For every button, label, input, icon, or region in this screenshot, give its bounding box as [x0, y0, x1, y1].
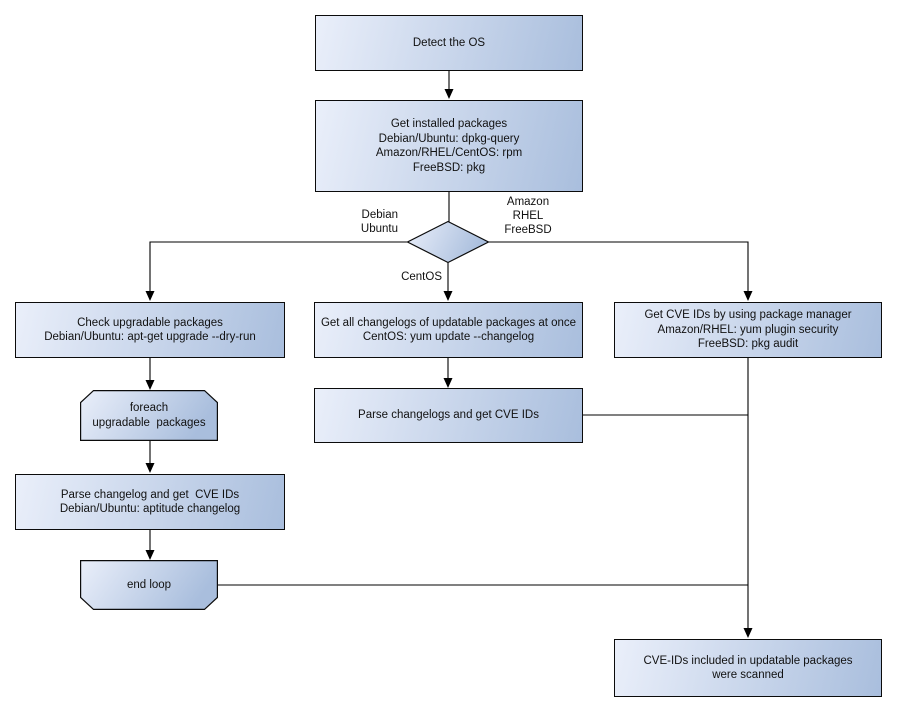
node-text: Get installed packages: [390, 118, 508, 130]
node-text: Get all changelogs of updatable packages…: [320, 316, 577, 329]
node-get-installed-packages: Get installed packages Debian/Ubuntu: dp…: [315, 100, 583, 192]
node-get-all-changelogs: Get all changelogs of updatable packages…: [314, 302, 583, 358]
node-text: Amazon/RHEL: yum plugin security: [657, 323, 839, 336]
edge-label-text: Amazon: [506, 196, 550, 208]
edge-label-text: Debian: [361, 209, 398, 221]
node-text: Check upgradable packages: [77, 316, 223, 329]
node-end-loop: end loop: [80, 560, 218, 610]
node-text: Debian/Ubuntu: aptitude changelog: [59, 503, 241, 515]
edge-label-text: Ubuntu: [360, 223, 398, 235]
node-text: Parse changelogs and get CVE IDs: [358, 409, 539, 422]
edge-label-text: RHEL: [512, 210, 544, 222]
node-text: CentOS: yum update --changelog: [362, 331, 535, 343]
node-text: Debian/Ubuntu: apt-get upgrade --dry-run: [44, 331, 256, 343]
node-detect-os: Detect the OS: [315, 15, 583, 71]
node-text: FreeBSD: pkg audit: [697, 338, 799, 351]
node-os-decision-diamond: [406, 220, 490, 264]
node-text: Amazon/RHEL/CentOS: rpm: [375, 147, 523, 159]
node-text: Parse changelog and get CVE IDs: [60, 488, 240, 501]
edge-label-centos: CentOS: [380, 270, 442, 284]
node-text: upgradable packages: [92, 416, 206, 429]
node-text: were scanned: [712, 669, 784, 681]
node-get-cve-ids-package-manager: Get CVE IDs by using package manager Ama…: [614, 302, 882, 358]
edge-label-text: CentOS: [401, 271, 442, 283]
node-text: FreeBSD: pkg: [412, 161, 486, 174]
node-detect-os-text: Detect the OS: [412, 36, 486, 49]
node-text: foreach: [129, 402, 169, 414]
edge-label-text: FreeBSD: [504, 224, 552, 236]
edge-label-debian-ubuntu: Debian Ubuntu: [320, 208, 398, 236]
node-text: Get CVE IDs by using package manager: [644, 309, 852, 322]
node-text: end loop: [126, 578, 172, 591]
node-check-upgradable-packages: Check upgradable packages Debian/Ubuntu:…: [15, 302, 285, 358]
node-cve-ids-scanned-result: CVE-IDs included in updatable packages w…: [614, 639, 882, 697]
loop-start-shape: [80, 390, 218, 441]
loop-end-shape: [80, 560, 218, 610]
node-parse-changelogs-get-cve-ids: Parse changelogs and get CVE IDs: [314, 388, 583, 443]
node-parse-changelog-get-cve-ids: Parse changelog and get CVE IDs Debian/U…: [15, 474, 285, 530]
edge-label-amazon-rhel-freebsd: Amazon RHEL FreeBSD: [492, 195, 564, 237]
node-text: CVE-IDs included in updatable packages: [643, 654, 853, 667]
node-text: Debian/Ubuntu: dpkg-query: [378, 132, 520, 145]
node-foreach-loop-start: foreach upgradable packages: [80, 390, 218, 441]
diamond-shape: [406, 220, 490, 264]
